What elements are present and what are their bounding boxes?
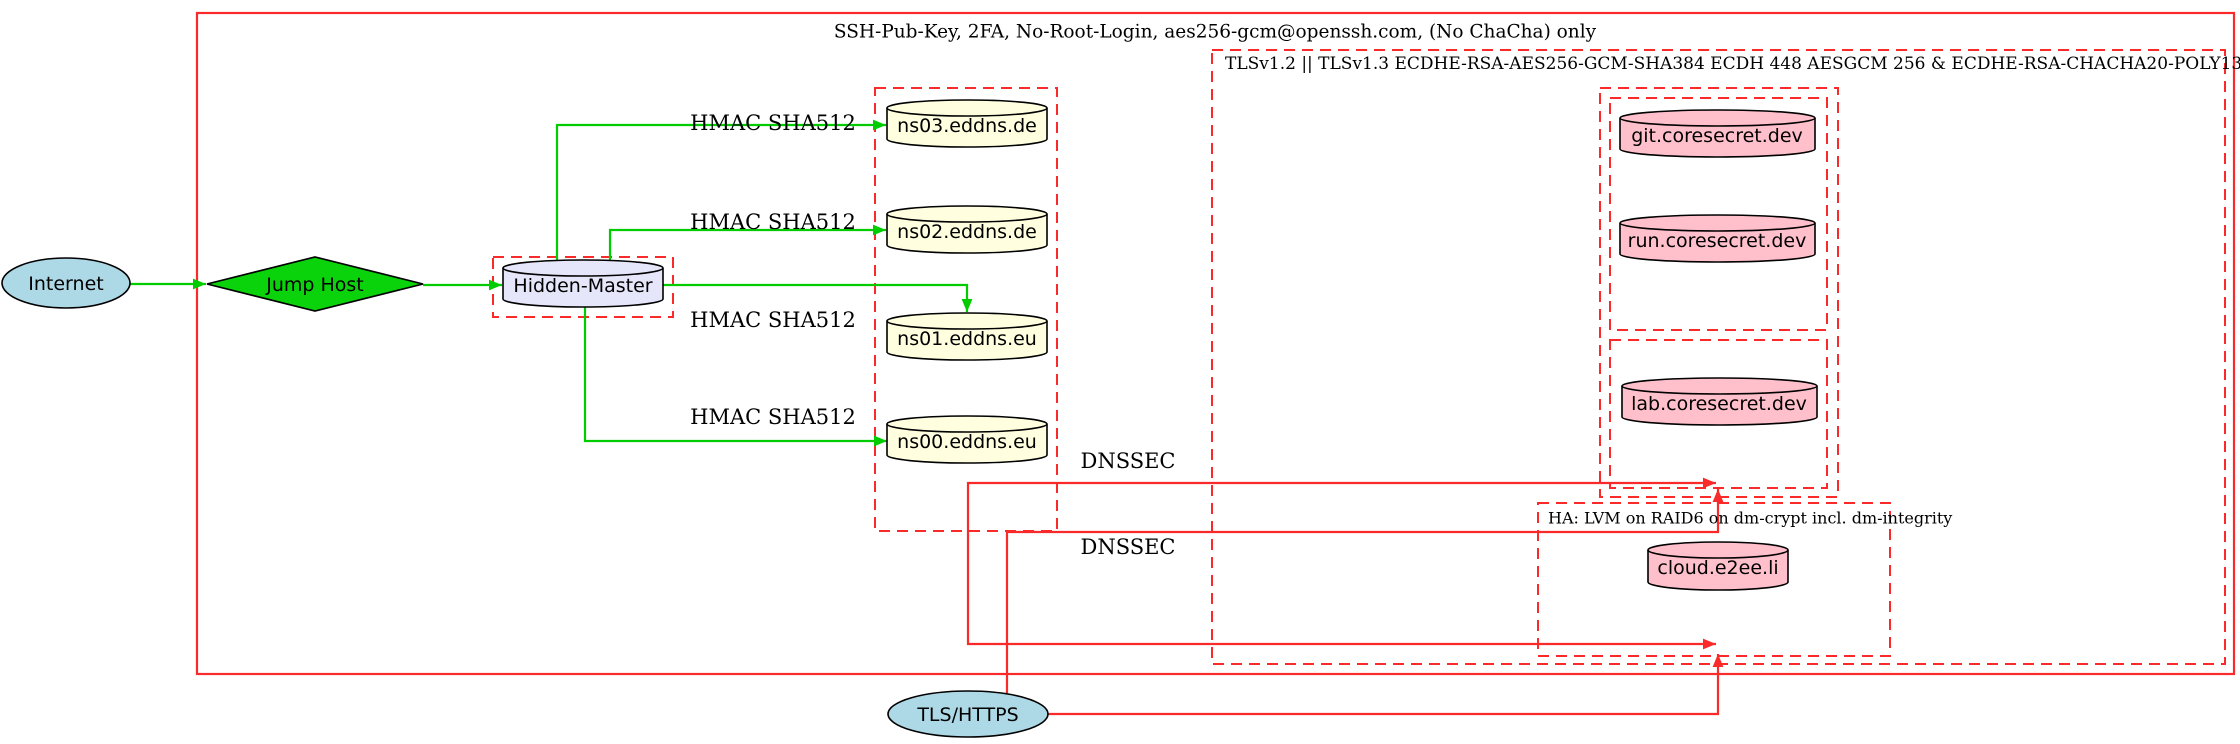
ns02-node: [886, 205, 1048, 254]
ha-zone-label: HA: LVM on RAID6 on dm-crypt incl. dm-in…: [1548, 508, 1953, 528]
lab-label: lab.coresecret.dev: [1631, 393, 1807, 415]
coresecret-lab-box: [1609, 339, 1828, 489]
edge-tls-https-to-cloud: [1048, 654, 1724, 716]
edge-ns-zone-to-coresecret-dnssec: [966, 477, 1716, 531]
ns03-label: ns03.eddns.de: [897, 115, 1037, 137]
git-label: git.coresecret.dev: [1631, 125, 1803, 147]
ns00-node: [886, 415, 1048, 464]
coresecret-gitrun-box: [1609, 97, 1828, 331]
run-label: run.coresecret.dev: [1627, 230, 1807, 252]
ssh-zone-box: [195, 11, 2236, 676]
edge-hidden-master-to-ns03: [555, 119, 886, 263]
ns01-label: ns01.eddns.eu: [897, 328, 1037, 350]
edge-hidden-master-to-ns01: [663, 283, 973, 312]
edge-label-hmac-ns02: HMAC SHA512: [690, 210, 856, 234]
edge-hidden-master-to-ns00: [583, 307, 887, 447]
edge-label-hmac-ns01: HMAC SHA512: [690, 308, 856, 332]
edge-label-hmac-ns00: HMAC SHA512: [690, 405, 856, 429]
ns00-label: ns00.eddns.eu: [897, 431, 1037, 453]
tls-zone-label: TLSv1.2 || TLSv1.3 ECDHE-RSA-AES256-GCM-…: [1225, 54, 2240, 74]
edge-hidden-master-to-ns02: [608, 224, 886, 263]
edge-ns-zone-to-cloud-dnssec: [966, 531, 1716, 650]
cloud-node: [1647, 541, 1789, 591]
hidden-master-node: [502, 259, 664, 308]
ns-zone-box: [874, 87, 1058, 532]
run-node: [1619, 214, 1816, 263]
internet-label: Internet: [28, 273, 104, 295]
edge-label-hmac-ns03: HMAC SHA512: [690, 111, 856, 135]
lab-node: [1621, 377, 1818, 426]
edge-tls-https-to-coresecret: [1005, 489, 1724, 693]
tls-https-node: [887, 690, 1049, 738]
internet-node: [1, 257, 131, 309]
ns03-node: [886, 99, 1048, 148]
edge-label-dnssec-1: DNSSEC: [1080, 449, 1176, 473]
tls-https-label: TLS/HTTPS: [917, 704, 1019, 726]
jump-host-label: Jump Host: [266, 274, 364, 296]
hidden-master-label: Hidden-Master: [513, 275, 653, 297]
ns02-label: ns02.eddns.de: [897, 221, 1037, 243]
ssh-zone-label: SSH-Pub-Key, 2FA, No-Root-Login, aes256-…: [833, 21, 1597, 43]
ns01-node: [886, 312, 1048, 361]
git-node: [1619, 109, 1816, 158]
edge-label-dnssec-2: DNSSEC: [1080, 535, 1176, 559]
cloud-label: cloud.e2ee.li: [1657, 557, 1779, 579]
jump-host-node: [206, 256, 424, 312]
